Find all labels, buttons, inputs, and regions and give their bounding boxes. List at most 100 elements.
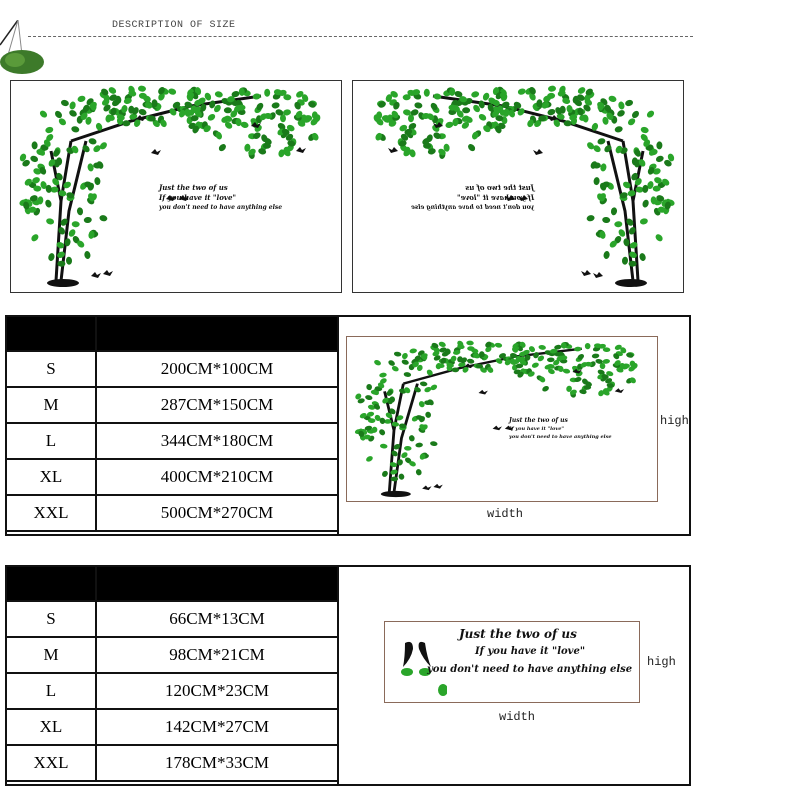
leaf xyxy=(419,453,426,460)
leaf xyxy=(297,120,306,127)
leaf xyxy=(602,347,611,353)
bird-icon xyxy=(505,195,515,201)
leaf xyxy=(614,344,622,350)
leaf xyxy=(400,133,409,141)
leaf xyxy=(19,153,27,162)
leaf xyxy=(433,132,441,139)
leaf xyxy=(531,362,539,368)
leaf xyxy=(577,94,585,101)
leaf xyxy=(642,199,649,208)
size-cell: L xyxy=(7,673,97,710)
leaf xyxy=(577,87,586,94)
high-label: high xyxy=(647,655,676,669)
leaf xyxy=(415,469,422,476)
leaf xyxy=(237,104,246,111)
table-header xyxy=(7,567,337,602)
leaf xyxy=(414,386,421,393)
leaf xyxy=(69,101,76,110)
leaf xyxy=(634,149,641,157)
leaf xyxy=(396,415,404,421)
leaf xyxy=(253,132,261,139)
leaf xyxy=(401,352,408,360)
leaf xyxy=(168,88,177,95)
leaf xyxy=(275,109,284,116)
leaf xyxy=(427,399,434,406)
dimension-cell: 142CM*27CM xyxy=(96,709,337,746)
leaf xyxy=(158,86,165,95)
leaf xyxy=(562,368,571,374)
leaf xyxy=(294,101,301,110)
leaf xyxy=(451,367,460,373)
leaf xyxy=(629,251,637,259)
leaf xyxy=(374,360,381,366)
birds-icon xyxy=(401,641,447,696)
bird-icon xyxy=(433,483,443,489)
bird-icon xyxy=(614,388,625,393)
leaf xyxy=(69,110,77,117)
leaf xyxy=(99,142,107,150)
leaf xyxy=(82,145,90,153)
leaf xyxy=(640,134,648,142)
leaf xyxy=(252,93,261,100)
leaf xyxy=(593,343,602,349)
dimension-cell: 98CM*21CM xyxy=(96,637,337,674)
quote-line: you don't need to have anything else xyxy=(159,204,283,211)
bird-icon xyxy=(136,115,146,121)
leaf xyxy=(600,163,607,172)
leaf xyxy=(134,119,141,127)
leaf xyxy=(169,108,177,116)
leaf xyxy=(248,148,256,156)
leaf xyxy=(71,145,79,154)
leaf xyxy=(639,218,648,225)
leaf xyxy=(527,371,535,377)
leaf xyxy=(457,344,465,350)
leaf xyxy=(577,107,584,116)
leaf xyxy=(533,352,539,359)
page-title: DESCRIPTION OF SIZE xyxy=(112,20,236,31)
leaf xyxy=(403,109,411,116)
leaf xyxy=(414,102,423,109)
leaf xyxy=(559,355,568,361)
tree-illustration xyxy=(19,85,321,287)
leaf xyxy=(391,421,400,427)
leaf xyxy=(439,347,447,353)
leaf xyxy=(438,341,446,347)
leaf xyxy=(60,218,68,226)
leaf xyxy=(435,363,442,370)
leaf xyxy=(625,99,634,107)
size-cell: L xyxy=(7,423,97,460)
leaf xyxy=(45,199,52,208)
leaf xyxy=(602,359,610,364)
leaf xyxy=(614,126,623,133)
leaf xyxy=(77,240,85,248)
bird-icon xyxy=(492,425,502,431)
leaf xyxy=(549,348,558,354)
leaf xyxy=(382,470,388,477)
leaf xyxy=(527,119,534,128)
leaf xyxy=(391,366,399,372)
leaf xyxy=(22,159,30,167)
leaf xyxy=(76,207,84,216)
leaf xyxy=(450,355,457,362)
leaf xyxy=(495,358,503,364)
leaf xyxy=(401,452,408,459)
bird-icon xyxy=(533,149,543,155)
leaf xyxy=(606,371,614,377)
leaf xyxy=(31,234,39,242)
leaf xyxy=(424,386,432,393)
leaf xyxy=(580,362,588,368)
leaf xyxy=(448,104,457,111)
leaf xyxy=(283,94,292,101)
leaf xyxy=(652,185,661,192)
leaf xyxy=(664,159,672,167)
leaf xyxy=(614,221,623,228)
leaf xyxy=(151,99,158,108)
leaf xyxy=(464,116,473,123)
leaf xyxy=(466,340,474,346)
leaf xyxy=(221,116,230,123)
dimension-cell: 400CM*210CM xyxy=(96,459,337,496)
